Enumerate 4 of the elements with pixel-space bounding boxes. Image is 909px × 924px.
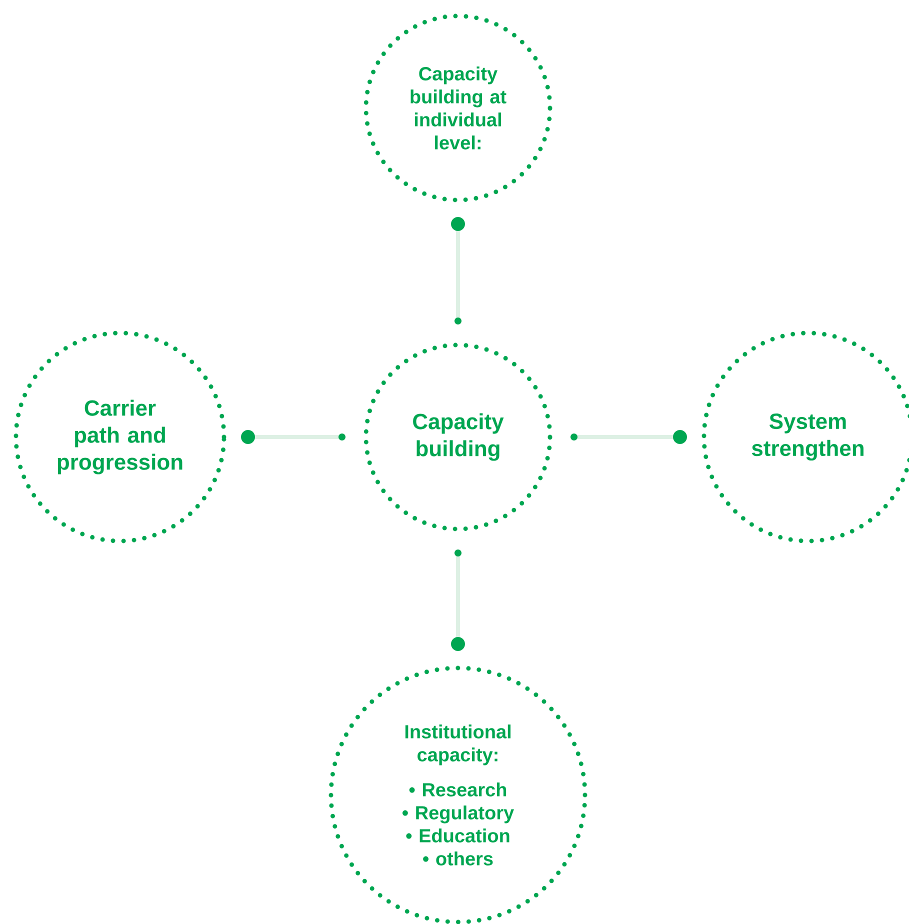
connector <box>241 430 346 444</box>
connector <box>451 550 465 651</box>
connector <box>451 217 465 324</box>
connector <box>570 430 687 444</box>
